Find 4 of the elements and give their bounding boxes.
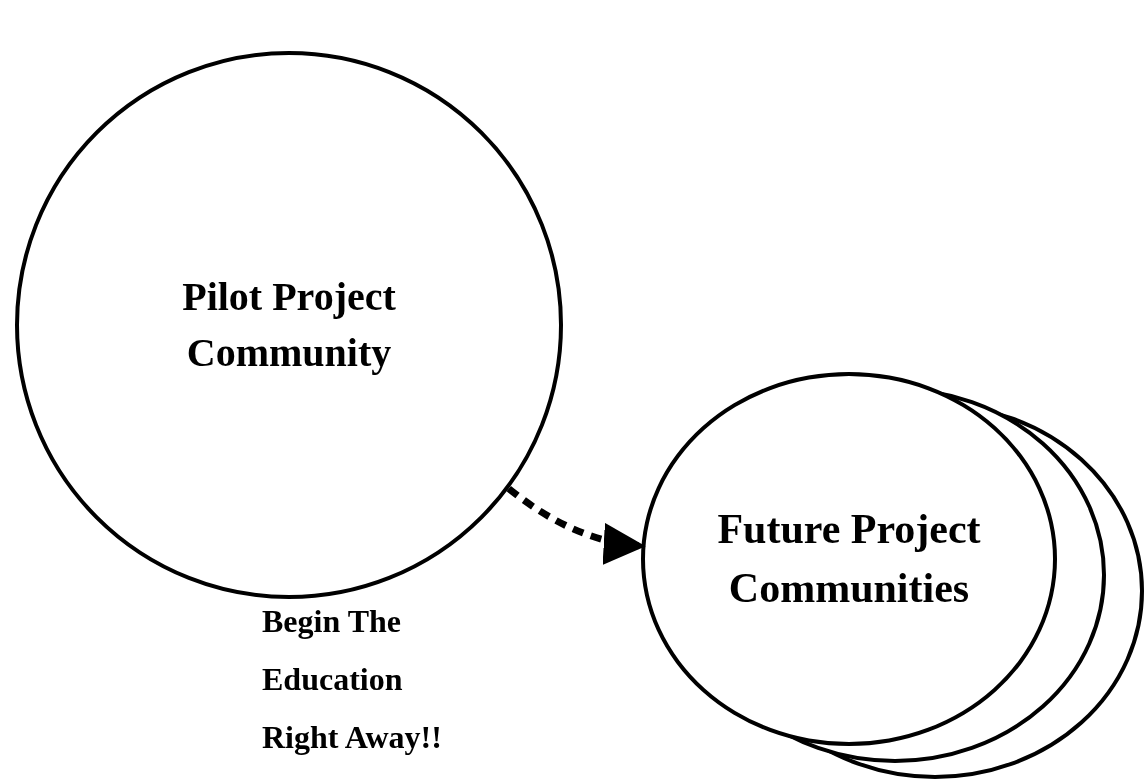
node-label: Pilot Project Community bbox=[181, 273, 397, 377]
edge-label: Begin The Education Right Away!! bbox=[262, 602, 443, 757]
dashed-arrow bbox=[506, 485, 646, 564]
node-label: Future Project Communities bbox=[716, 505, 982, 613]
